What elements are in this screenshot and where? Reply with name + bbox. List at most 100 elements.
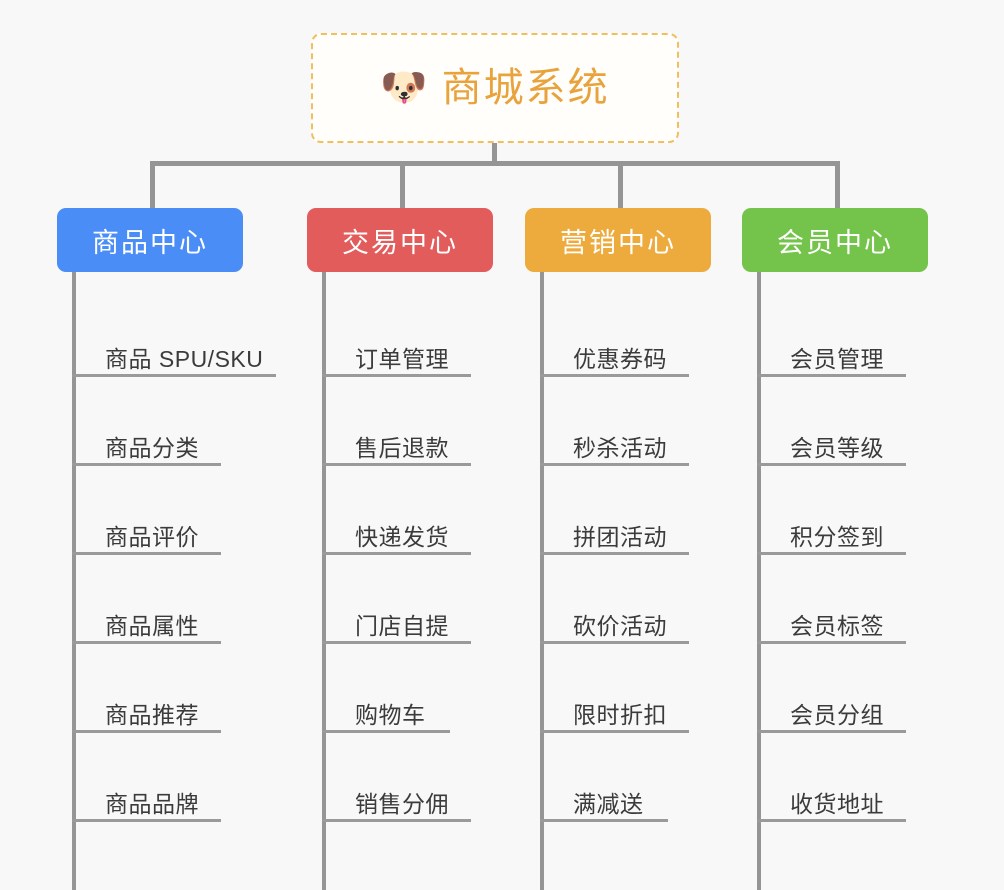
branch-column-2: 交易中心 订单管理 售后退款 快递发货 门店自提 购物车 <box>307 208 493 890</box>
leaf-label: 商品评价 <box>105 523 199 550</box>
category-title-4: 会员中心 <box>777 227 893 258</box>
leaf-label: 商品分类 <box>105 434 199 461</box>
leaf-label: 售后退款 <box>355 434 449 461</box>
leaf-underline <box>757 819 906 822</box>
leaf-label: 拼团活动 <box>573 523 667 550</box>
leaf-item[interactable]: 商品 SPU/SKU <box>72 288 276 377</box>
branch-spine-2 <box>322 272 326 890</box>
leaf-item[interactable]: 拼团活动 <box>540 466 711 555</box>
leaf-underline <box>322 463 471 466</box>
leaf-list-1: 商品 SPU/SKU 商品分类 商品评价 商品属性 商品推荐 商品品牌 <box>72 272 276 890</box>
leaf-item[interactable]: 销售分佣 <box>322 733 493 822</box>
leaf-underline <box>72 374 276 377</box>
leaf-item[interactable]: 购物车 <box>322 644 493 733</box>
leaf-underline <box>72 819 221 822</box>
leaf-underline <box>757 730 906 733</box>
leaf-label: 会员标签 <box>790 612 884 639</box>
leaf-label: 积分签到 <box>790 523 884 550</box>
leaf-underline <box>322 730 450 733</box>
leaf-underline <box>72 730 221 733</box>
leaf-underline <box>757 641 906 644</box>
connector-horizontal-bar <box>150 161 840 166</box>
leaf-underline <box>72 463 221 466</box>
leaf-underline <box>540 463 689 466</box>
category-box-3[interactable]: 营销中心 <box>525 208 711 272</box>
leaf-underline <box>540 730 689 733</box>
leaf-label: 门店自提 <box>355 612 449 639</box>
leaf-label: 商品品牌 <box>105 790 199 817</box>
leaf-underline <box>322 552 471 555</box>
category-title-1: 商品中心 <box>92 227 208 258</box>
leaf-underline <box>72 641 221 644</box>
branch-spine-3 <box>540 272 544 890</box>
leaf-item[interactable]: 门店自提 <box>322 555 493 644</box>
category-box-2[interactable]: 交易中心 <box>307 208 493 272</box>
leaf-underline <box>757 374 906 377</box>
leaf-item[interactable]: 秒杀活动 <box>540 377 711 466</box>
leaf-underline <box>72 552 221 555</box>
leaf-list-4: 会员管理 会员等级 积分签到 会员标签 会员分组 收货地址 <box>757 272 928 890</box>
leaf-label: 满减送 <box>573 790 644 817</box>
branch-spine-4 <box>757 272 761 890</box>
leaf-label: 会员分组 <box>790 701 884 728</box>
leaf-label: 销售分佣 <box>355 790 449 817</box>
leaf-item[interactable]: 积分签到 <box>757 466 928 555</box>
category-title-2: 交易中心 <box>342 227 458 258</box>
connector-drop-交易中心 <box>400 161 405 208</box>
leaf-item[interactable]: 收货地址 <box>757 733 928 822</box>
root-title: 商城系统 <box>441 66 610 110</box>
leaf-item[interactable]: 商品属性 <box>72 555 263 644</box>
category-title-3: 营销中心 <box>560 227 676 258</box>
branch-column-3: 营销中心 优惠券码 秒杀活动 拼团活动 砍价活动 限时折扣 <box>525 208 711 890</box>
leaf-underline <box>757 463 906 466</box>
connector-drop-营销中心 <box>618 161 623 208</box>
leaf-label: 砍价活动 <box>573 612 667 639</box>
leaf-label: 会员等级 <box>790 434 884 461</box>
leaf-underline <box>540 374 689 377</box>
leaf-underline <box>540 819 668 822</box>
leaf-underline <box>540 552 689 555</box>
leaf-label: 秒杀活动 <box>573 434 667 461</box>
leaf-item[interactable]: 快递发货 <box>322 466 493 555</box>
category-box-1[interactable]: 商品中心 <box>57 208 243 272</box>
leaf-item[interactable]: 会员管理 <box>757 288 928 377</box>
leaf-label: 优惠券码 <box>573 345 667 372</box>
leaf-underline <box>540 641 689 644</box>
leaf-item[interactable]: 商品评价 <box>72 466 263 555</box>
shiba-dog-icon: 🐶 <box>380 67 428 109</box>
leaf-item[interactable]: 商品推荐 <box>72 644 263 733</box>
leaf-label: 限时折扣 <box>573 701 667 728</box>
leaf-label: 商品属性 <box>105 612 199 639</box>
branch-column-1: 商品中心 商品 SPU/SKU 商品分类 商品评价 商品属性 商品推荐 <box>57 208 276 890</box>
leaf-label: 收货地址 <box>790 790 884 817</box>
leaf-list-2: 订单管理 售后退款 快递发货 门店自提 购物车 销售分佣 <box>322 272 493 890</box>
leaf-underline <box>322 374 471 377</box>
leaf-item[interactable]: 售后退款 <box>322 377 493 466</box>
branch-column-4: 会员中心 会员管理 会员等级 积分签到 会员标签 会员分组 <box>742 208 928 890</box>
leaf-item[interactable]: 限时折扣 <box>540 644 711 733</box>
leaf-item[interactable]: 会员分组 <box>757 644 928 733</box>
branch-spine-1 <box>72 272 76 890</box>
leaf-label: 商品 SPU/SKU <box>105 345 264 372</box>
connector-root-stub <box>492 143 497 164</box>
leaf-underline <box>322 819 471 822</box>
leaf-item[interactable]: 会员标签 <box>757 555 928 644</box>
leaf-underline <box>322 641 471 644</box>
leaf-item[interactable]: 商品分类 <box>72 377 263 466</box>
leaf-item[interactable]: 优惠券码 <box>540 288 711 377</box>
leaf-label: 购物车 <box>355 701 426 728</box>
connector-drop-会员中心 <box>835 161 840 208</box>
leaf-label: 快递发货 <box>355 523 449 550</box>
leaf-item[interactable]: 砍价活动 <box>540 555 711 644</box>
leaf-underline <box>757 552 906 555</box>
leaf-item[interactable]: 商品品牌 <box>72 733 263 822</box>
leaf-item[interactable]: 满减送 <box>540 733 711 822</box>
category-box-4[interactable]: 会员中心 <box>742 208 928 272</box>
leaf-label: 商品推荐 <box>105 701 199 728</box>
leaf-label: 订单管理 <box>355 345 449 372</box>
leaf-list-3: 优惠券码 秒杀活动 拼团活动 砍价活动 限时折扣 满减送 <box>540 272 711 890</box>
leaf-item[interactable]: 会员等级 <box>757 377 928 466</box>
root-node[interactable]: 🐶 商城系统 <box>311 33 679 143</box>
leaf-item[interactable]: 订单管理 <box>322 288 493 377</box>
connector-drop-商品中心 <box>150 161 155 208</box>
